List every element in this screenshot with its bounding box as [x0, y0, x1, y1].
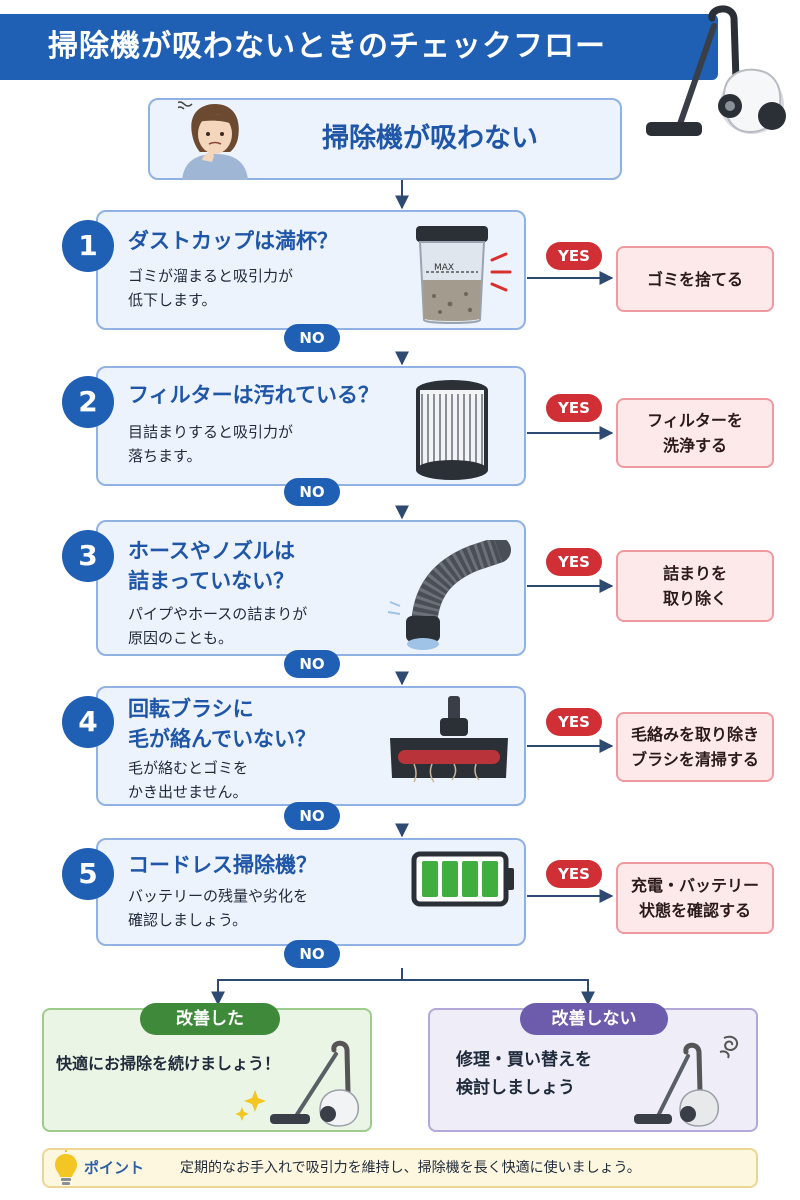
step-4-question: 回転ブラシに 毛が絡んでいない？	[128, 694, 316, 754]
step-4-action-line2: ブラシを清掃する	[631, 750, 759, 769]
step-2-no-label: NO	[284, 478, 340, 506]
step-5-no-label: NO	[284, 940, 340, 968]
step-1-action-box: ゴミを捨てる	[616, 246, 774, 312]
step-1-desc-line2: 低下します。	[128, 291, 217, 309]
step-5-question-line1: コードレス掃除機？	[128, 853, 317, 877]
step-2-desc-line2: 落ちます。	[128, 447, 202, 465]
step-5-action-line1: 充電・バッテリー	[630, 876, 759, 895]
step-5-description: バッテリーの残量や劣化を 確認しましょう。	[128, 884, 308, 932]
step-2-action-line2: 洗浄する	[662, 436, 727, 455]
step-2-yes-label: YES	[546, 394, 602, 422]
step-4-description: 毛が絡むとゴミを かき出せません。	[128, 756, 248, 804]
step-5-desc-line1: バッテリーの残量や劣化を	[128, 887, 309, 905]
step-5-number: 5	[62, 848, 114, 900]
result-not-improved-badge: 改善しない	[520, 1003, 668, 1035]
result-not-improved-text-line1: 修理・買い替えを	[456, 1050, 592, 1070]
step-3-yes-label: YES	[546, 548, 602, 576]
header-band	[0, 14, 718, 80]
step-3-action-box: 詰まりを 取り除く	[616, 550, 774, 622]
step-2-action-line1: フィルターを	[647, 411, 743, 430]
step-3-number: 3	[62, 530, 114, 582]
step-5-desc-line2: 確認しましょう。	[128, 911, 248, 929]
step-3-action-line1: 詰まりを	[662, 564, 727, 583]
step-3-illustration	[384, 537, 514, 654]
vacuum-cleaner-icon	[236, 1040, 360, 1127]
max-line-label: MAX	[434, 263, 454, 273]
point-bar	[42, 1148, 758, 1188]
step-2-action-box: フィルターを 洗浄する	[616, 398, 774, 468]
step-4-desc-line1: 毛が絡むとゴミを	[128, 759, 249, 777]
step-4-question-line1: 回転ブラシに	[128, 697, 254, 721]
step-1-question-line1: ダストカップは満杯？	[128, 229, 338, 253]
vacuum-cleaner-icon	[634, 1035, 738, 1127]
step-1-description: ゴミが溜まると吸引力が 低下します。	[128, 264, 293, 312]
step-2-illustration	[410, 376, 520, 490]
step-3-no-label: NO	[284, 650, 340, 678]
step-5-yes-label: YES	[546, 860, 602, 888]
step-1-illustration: MAX	[410, 220, 520, 334]
step-3-question-line2: 詰まっていない？	[128, 569, 295, 593]
step-2-question-line1: フィルターは汚れている？	[128, 383, 379, 407]
step-3-question-line1: ホースやノズルは	[128, 539, 295, 563]
step-3-action-line2: 取り除く	[662, 589, 727, 608]
step-5-action-line2: 状態を確認する	[638, 901, 751, 920]
step-4-action-box: 毛絡みを取り除き ブラシを清掃する	[616, 712, 774, 782]
vacuum-cleaner-icon	[646, 5, 786, 136]
result-not-improved-text: 修理・買い替えを 検討しましょう	[456, 1046, 592, 1102]
step-1-number: 1	[62, 220, 114, 272]
lightbulb-icon	[55, 1150, 77, 1185]
step-4-desc-line2: かき出せません。	[128, 783, 248, 801]
step-4-illustration	[384, 694, 514, 798]
page-title: 掃除機が吸わないときのチェックフロー	[48, 29, 606, 64]
branch-to-results	[217, 979, 589, 1004]
step-2-number: 2	[62, 376, 114, 428]
result-improved-badge: 改善した	[140, 1003, 280, 1035]
step-5-illustration	[410, 844, 520, 918]
step-2-desc-line1: 目詰まりすると吸引力が	[128, 423, 294, 441]
step-5-action-box: 充電・バッテリー 状態を確認する	[616, 862, 774, 934]
step-3-card	[96, 520, 526, 656]
step-4-no-label: NO	[284, 802, 340, 830]
step-2-description: 目詰まりすると吸引力が 落ちます。	[128, 420, 293, 468]
step-3-question: ホースやノズルは 詰まっていない？	[128, 536, 295, 596]
step-1-question: ダストカップは満杯？	[128, 226, 338, 256]
step-4-yes-label: YES	[546, 708, 602, 736]
worried-person-icon	[178, 101, 248, 180]
step-1-desc-line1: ゴミが溜まると吸引力が	[128, 267, 294, 285]
step-4-number: 4	[62, 696, 114, 748]
point-label: ポイント	[84, 1159, 145, 1177]
result-not-improved-text-line2: 検討しましょう	[456, 1078, 575, 1098]
step-4-question-line2: 毛が絡んでいない？	[128, 727, 316, 751]
step-3-desc-line2: 原因のことも。	[128, 629, 234, 647]
step-4-action-line1: 毛絡みを取り除き	[630, 725, 759, 744]
step-1-no-label: NO	[284, 324, 340, 352]
start-label: 掃除機が吸わない	[322, 123, 538, 154]
result-improved-text: 快適にお掃除を続けましょう！	[56, 1054, 281, 1073]
step-3-description: パイプやホースの詰まりが 原因のことも。	[128, 602, 307, 650]
step-2-question: フィルターは汚れている？	[128, 380, 379, 410]
step-1-action-line1: ゴミを捨てる	[646, 269, 743, 289]
point-text: 定期的なお手入れで吸引力を維持し、掃除機を長く快適に使いましょう。	[180, 1160, 641, 1176]
step-3-desc-line1: パイプやホースの詰まりが	[128, 605, 308, 623]
step-1-yes-label: YES	[546, 242, 602, 270]
step-5-question: コードレス掃除機？	[128, 850, 317, 880]
